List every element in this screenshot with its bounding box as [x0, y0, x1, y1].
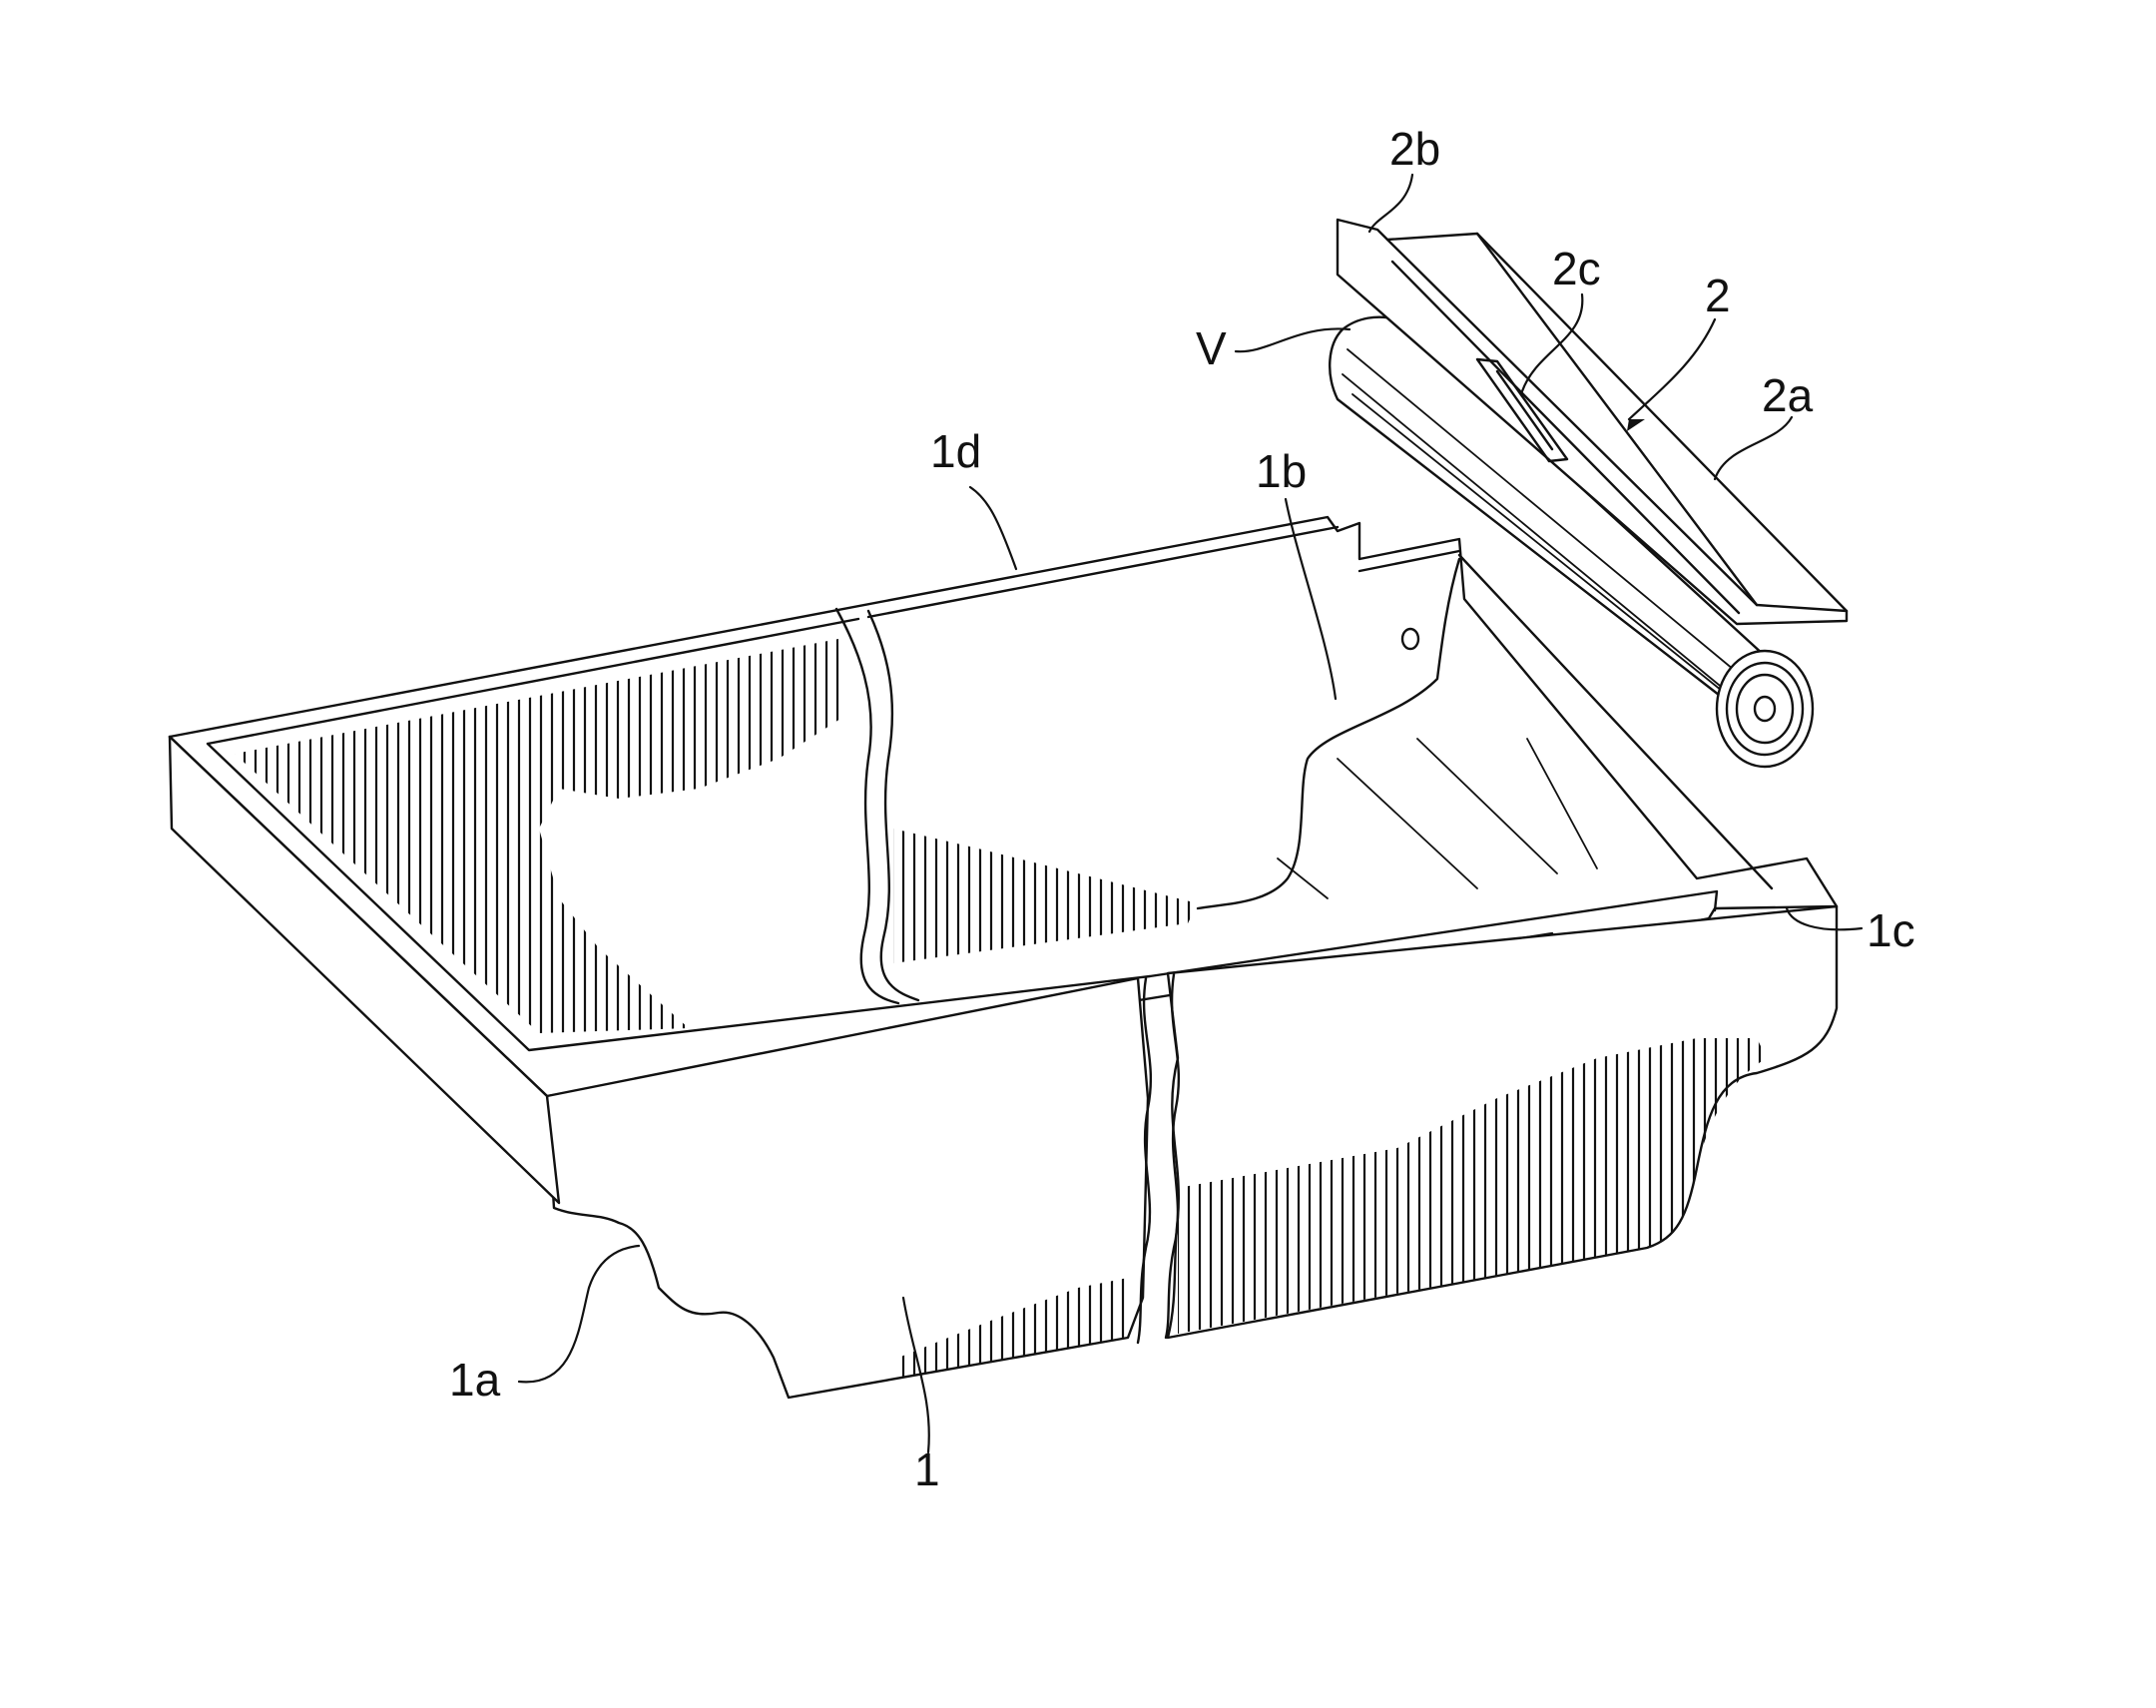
leader-1d — [970, 487, 1016, 569]
inner-wall-shading-mid — [893, 829, 1198, 963]
label-2a: 2a — [1762, 369, 1814, 421]
cover-and-roll — [1330, 220, 1847, 767]
arrow-2 — [1627, 419, 1645, 431]
leader-2a — [1715, 417, 1792, 479]
label-1a: 1a — [449, 1354, 501, 1406]
roll-end — [1717, 651, 1813, 767]
cutaway-edge — [1198, 559, 1459, 908]
tray-front-wall — [170, 737, 1148, 1398]
label-V: V — [1196, 322, 1227, 374]
tray-hole-upper — [1402, 629, 1418, 649]
break-line-back — [836, 609, 898, 1003]
label-2: 2 — [1705, 270, 1731, 321]
leader-2b — [1369, 175, 1412, 232]
label-2c: 2c — [1552, 243, 1601, 294]
tray — [170, 517, 1837, 1398]
label-1d: 1d — [930, 425, 981, 477]
label-1c: 1c — [1867, 904, 1915, 956]
label-2b: 2b — [1389, 123, 1440, 175]
label-1: 1 — [914, 1443, 940, 1495]
leader-1a — [519, 1246, 639, 1382]
leader-2 — [1629, 319, 1715, 419]
label-1b: 1b — [1256, 445, 1307, 497]
inner-floor-lines — [1278, 739, 1597, 898]
